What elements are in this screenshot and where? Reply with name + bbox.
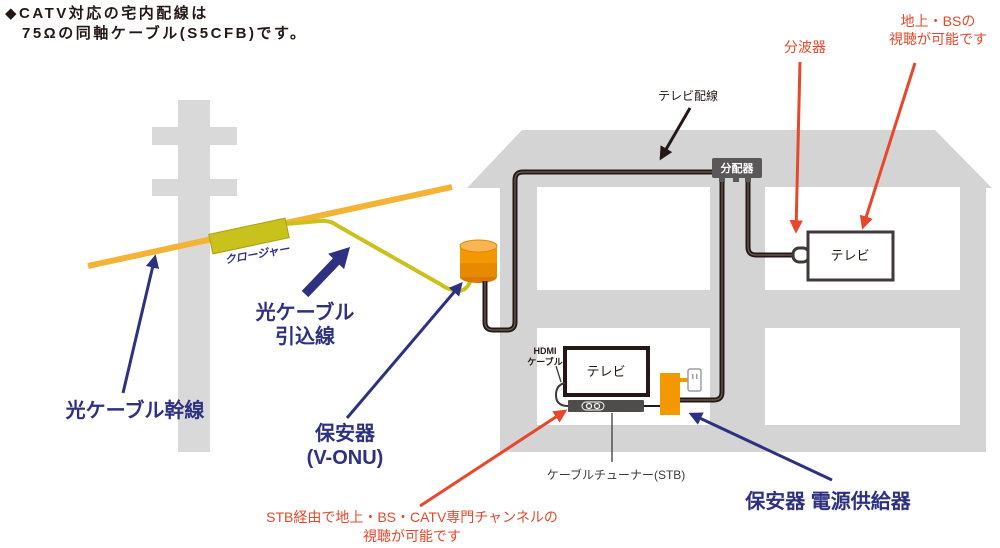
wall-outlet-slot-2 [696, 374, 698, 379]
onu-label-line-2: (V-ONU) [307, 447, 384, 469]
arrow-upstairs-note [859, 62, 917, 230]
set-top-box-button-2 [593, 402, 601, 410]
room-upper-left [537, 187, 710, 290]
arrow-onu [345, 281, 463, 419]
fiber-drop-cable [284, 218, 472, 293]
onu-label-line-1: 保安器 [314, 421, 376, 445]
power-supply-unit [660, 368, 702, 415]
hdmi-label-line-2: ケーブル [527, 356, 562, 367]
set-top-box-button-frame [581, 401, 605, 411]
distributor-port-2 [733, 177, 739, 182]
onu-device [459, 239, 498, 283]
upstairs-note-line-1: 地上・BSの [901, 13, 976, 29]
power-supply-label: 保安器 電源供給器 [744, 489, 912, 513]
upstairs-tv: テレビ [791, 230, 895, 282]
coax-cable-upstairs [745, 180, 796, 258]
coax-cable-downstairs-core [680, 180, 723, 401]
distributor-label: 分配器 [721, 161, 755, 175]
set-top-box [568, 400, 644, 412]
distributor: 分配器 [712, 158, 762, 182]
distributor-port-1 [719, 177, 725, 182]
upstairs-tv-label: テレビ [830, 248, 869, 263]
hdmi-label-line-1: HDMI [534, 346, 557, 356]
header-line-2: 75Ωの同軸ケーブル(S5CFB)です。 [22, 24, 307, 42]
hdmi-pointer-line [555, 365, 562, 383]
distributor-box [712, 158, 762, 178]
arrow-drop-cable [301, 247, 350, 298]
wall-outlet-slot-1 [692, 374, 694, 379]
power-supply-plug [680, 378, 689, 382]
arrow-trunk-line [121, 254, 160, 394]
utility-pole-crossbar-upper [152, 127, 237, 145]
power-supply-body [660, 373, 680, 415]
arrow-power-supply [688, 412, 833, 482]
onu-top [459, 239, 498, 253]
arrow-stb-note [419, 409, 568, 508]
trunk-line-label: 光ケーブル幹線 [65, 398, 205, 422]
downstairs-tv-screen [563, 346, 650, 397]
distributor-port-3 [745, 177, 751, 182]
upstairs-note-line-2: 視聴が可能です [889, 31, 987, 47]
room-lower-right [765, 328, 960, 425]
upstairs-tv-screen [806, 230, 895, 282]
arrow-tv-wiring [659, 107, 692, 161]
coax-cable-downstairs [680, 180, 725, 403]
drop-cable-label-line-1: 光ケーブル [255, 300, 355, 324]
hdmi-cable [554, 382, 569, 407]
drop-cable-label-line-2: 引込線 [275, 324, 335, 348]
stb-note-line-1: STB経由で地上・BS・CATV専門チャンネルの [266, 509, 558, 525]
downstairs-tv: テレビ [563, 346, 650, 397]
tv-wiring-label: テレビ配線 [658, 88, 718, 103]
wall-outlet [687, 368, 702, 392]
utility-pole-crossbar-lower [152, 179, 237, 196]
set-top-box-button-1 [585, 402, 593, 410]
set-top-box-body [568, 400, 644, 412]
coax-cable-main [482, 169, 713, 333]
stb-label: ケーブルチューナー(STB) [547, 467, 686, 482]
coax-cable-main-core [484, 171, 713, 331]
stb-note-line-2: 視聴が可能です [363, 528, 461, 544]
closure [208, 217, 290, 255]
house [467, 130, 992, 452]
onu-lower-band [460, 263, 497, 277]
coax-cable-upstairs-core [747, 180, 796, 256]
utility-pole-post [178, 100, 210, 452]
header-line-1: ◆CATV対応の宅内配線は [5, 4, 209, 22]
utility-pole [152, 100, 237, 452]
downstairs-tv-label: テレビ [586, 364, 625, 379]
arrow-splitter [789, 61, 804, 234]
splitter-label: 分波器 [784, 39, 826, 55]
